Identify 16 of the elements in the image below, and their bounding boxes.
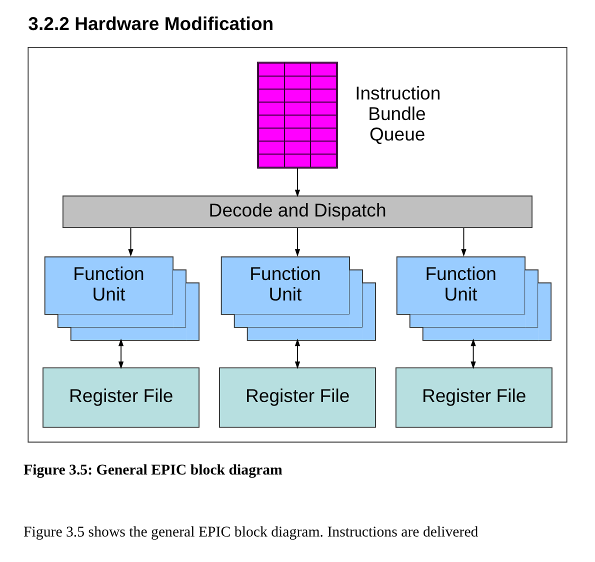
arrow [118,338,124,369]
arrow [294,228,300,257]
arrow [461,228,466,257]
node-box: Register File [42,367,200,428]
node-label: Instruction Bundle Queue [355,82,441,144]
node-box: Decode and Dispatch [62,196,532,228]
node-box: Register File [396,367,552,428]
arrow [128,228,134,257]
arrow [470,338,476,369]
diagram-title: 3.2.2 Hardware Modification [28,12,274,34]
arrow [294,338,300,369]
label: Figure 3.5 shows the general EPIC block diagram. Instructions are delivered [24,524,478,541]
caption: Figure 3.5: General EPIC block diagram [24,462,282,478]
cluster [28,46,568,443]
node-box: Register File [219,367,376,428]
arrow [294,168,300,198]
